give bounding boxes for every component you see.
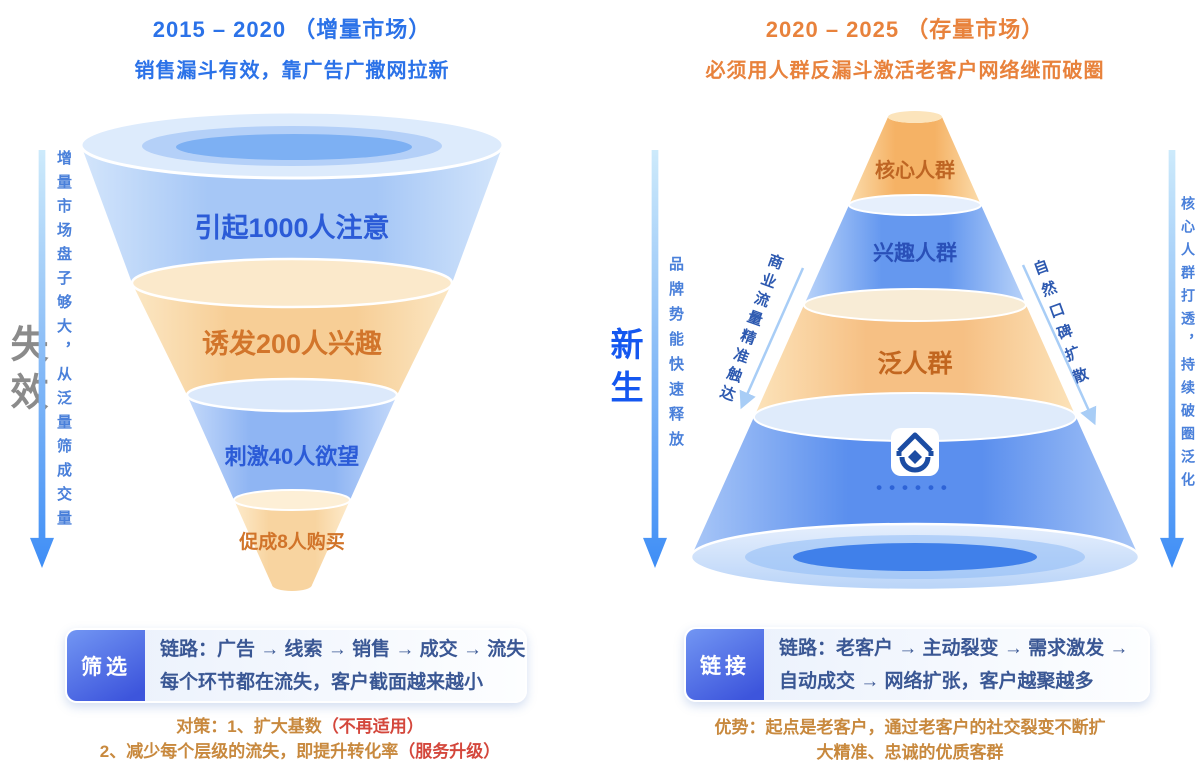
left-summary-body: 链路：广告 → 线索 → 销售 → 成交 → 流失 每个环节都在流失，客户截面越… (145, 630, 525, 701)
diagonal-left-arrow-line (739, 267, 805, 410)
funnel-layer-4-label: 促成8人购买 (239, 532, 345, 553)
left-axis-label: 增量市场盘子够大，从泛量筛成交量 (55, 150, 72, 534)
right-pyramid-graphic (689, 111, 1141, 592)
left-funnel-graphic (79, 110, 505, 591)
pyramid-layer-3-label: 泛人群 (877, 350, 953, 378)
right-summary-box: 链接 链路：老客户 → 主动裂变 → 需求激发 → 自动成交 → 网络扩张，客户… (684, 627, 1150, 702)
left-summary-line1: 链路：广告 → 线索 → 销售 → 成交 → 流失 (160, 638, 526, 660)
left-footnote-line2: 2、减少每个层级的流失，即提升转化率（服务升级） (40, 739, 560, 764)
pyramid-ellipsis-dots: •••••• (876, 478, 954, 497)
right-summary-line2: 自动成交 → 网络扩张，客户越聚越多 (779, 670, 1094, 692)
left-summary-tag: 筛选 (67, 630, 145, 701)
left-summary-box: 筛选 链路：广告 → 线索 → 销售 → 成交 → 流失 每个环节都在流失，客户… (65, 628, 527, 703)
left-status-label: 失效 (4, 324, 46, 420)
left-panel-title: 2015 – 2020 （增量市场） (152, 17, 432, 42)
right-summary-line1: 链路：老客户 → 主动裂变 → 需求激发 → (779, 637, 1129, 659)
house-logo-icon (891, 428, 939, 476)
left-footnote-line1-em: （不再适用） (321, 717, 424, 736)
right-summary-tag: 链接 (686, 629, 764, 700)
left-summary-line2: 每个环节都在流失，客户截面越来越小 (160, 671, 484, 693)
right-status-label: 新生 (606, 327, 643, 413)
brand-axis-label: 品牌势能快速释放 (667, 256, 684, 456)
right-footnote-line1: 优势：起点是老客户，通过老客户的社交裂变不断扩 (714, 718, 1106, 737)
left-footnote-line2-main: 2、减少每个层级的流失，即提升转化率 (99, 742, 399, 761)
right-panel-title: 2020 – 2025 （存量市场） (765, 17, 1045, 42)
right-footnote-line2: 大精准、忠诚的优质客群 (816, 743, 1004, 762)
left-footnote-line2-em: （服务升级） (398, 742, 501, 761)
right-axis-label: 核心人群打透，持续破圈泛化 (1180, 196, 1196, 495)
funnel-layer-3-label: 刺激40人欲望 (224, 444, 360, 469)
left-footnote: 对策：1、扩大基数（不再适用） 2、减少每个层级的流失，即提升转化率（服务升级） (40, 714, 560, 764)
left-panel-subtitle: 销售漏斗有效，靠广告广撒网拉新 (134, 60, 450, 82)
pyramid-layer-2-label: 兴趣人群 (873, 242, 957, 265)
funnel-layer-2-label: 诱发200人兴趣 (201, 329, 383, 359)
right-summary-body: 链路：老客户 → 主动裂变 → 需求激发 → 自动成交 → 网络扩张，客户越聚越… (764, 629, 1148, 700)
funnel-layer-1-label: 引起1000人注意 (194, 213, 390, 243)
right-footnote: 优势：起点是老客户，通过老客户的社交裂变不断扩 大精准、忠诚的优质客群 (660, 715, 1160, 765)
pyramid-layer-1-label: 核心人群 (875, 160, 955, 182)
diagonal-right-arrow-line (1021, 264, 1097, 426)
left-footnote-line1: 对策：1、扩大基数（不再适用） (40, 714, 560, 739)
right-panel-subtitle: 必须用人群反漏斗激活老客户网络继而破圈 (705, 60, 1105, 82)
left-footnote-line1-main: 对策：1、扩大基数 (176, 717, 322, 736)
